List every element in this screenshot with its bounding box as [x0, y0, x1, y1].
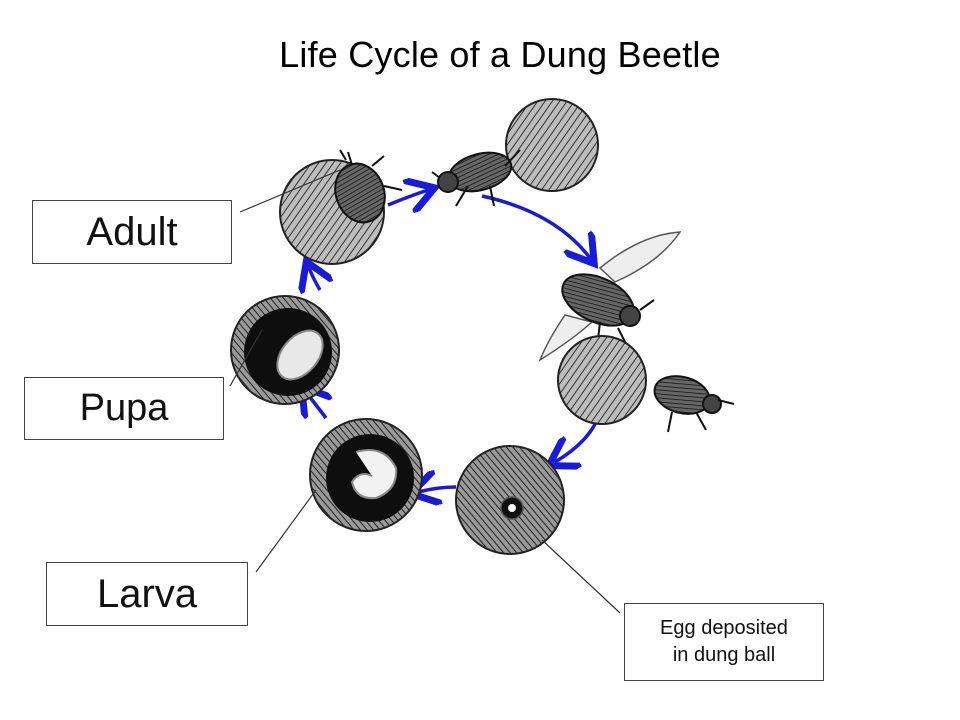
burying-beetle-head [702, 394, 722, 414]
flying-beetle-wing-top [598, 231, 682, 283]
adult-beetle-legs [339, 149, 403, 191]
burying-dung-ball [557, 335, 647, 425]
larva-label: Larva [46, 562, 248, 626]
adult-stage-illustration [279, 149, 403, 265]
flying-beetle-wing-bottom [538, 314, 594, 362]
leader-lines [229, 169, 621, 614]
pupa [276, 329, 324, 381]
flying-beetle-head [619, 305, 641, 327]
adult-beetle-emerging [334, 162, 386, 224]
arrow-pupa-to-adult [309, 268, 320, 290]
pupa-leader-line [229, 329, 263, 387]
egg-label: Egg deposited in dung ball [624, 603, 824, 681]
burying-beetle-body [653, 375, 711, 415]
egg-leader-line [541, 539, 621, 614]
egg-label-line2: in dung ball [672, 644, 776, 666]
rolling-dung-ball [505, 98, 599, 192]
larva-stage-illustration [309, 418, 423, 532]
adult-label: Adult [32, 200, 232, 264]
flying-beetle-illustration [538, 231, 682, 362]
larva-leader-line [255, 489, 317, 573]
adult-leader-line [239, 169, 341, 213]
rolling-beetle-illustration [431, 98, 599, 207]
egg-stage-illustration [455, 445, 565, 555]
larva-grub [350, 449, 398, 500]
arrow-adult-to-rolling [387, 190, 428, 205]
arrow-rolling-to-flying [481, 194, 590, 258]
rolling-beetle-legs [431, 149, 521, 207]
burying-beetle-illustration [557, 335, 735, 433]
egg-label-line1: Egg deposited [660, 617, 788, 639]
egg [508, 504, 516, 512]
burying-beetle-legs [667, 399, 735, 433]
page-title: Life Cycle of a Dung Beetle [279, 34, 721, 75]
rolling-beetle-head [437, 171, 459, 193]
arrow-egg-to-larva [418, 487, 457, 492]
pupa-stage-illustration [230, 295, 340, 405]
pupa-label: Pupa [24, 377, 224, 440]
